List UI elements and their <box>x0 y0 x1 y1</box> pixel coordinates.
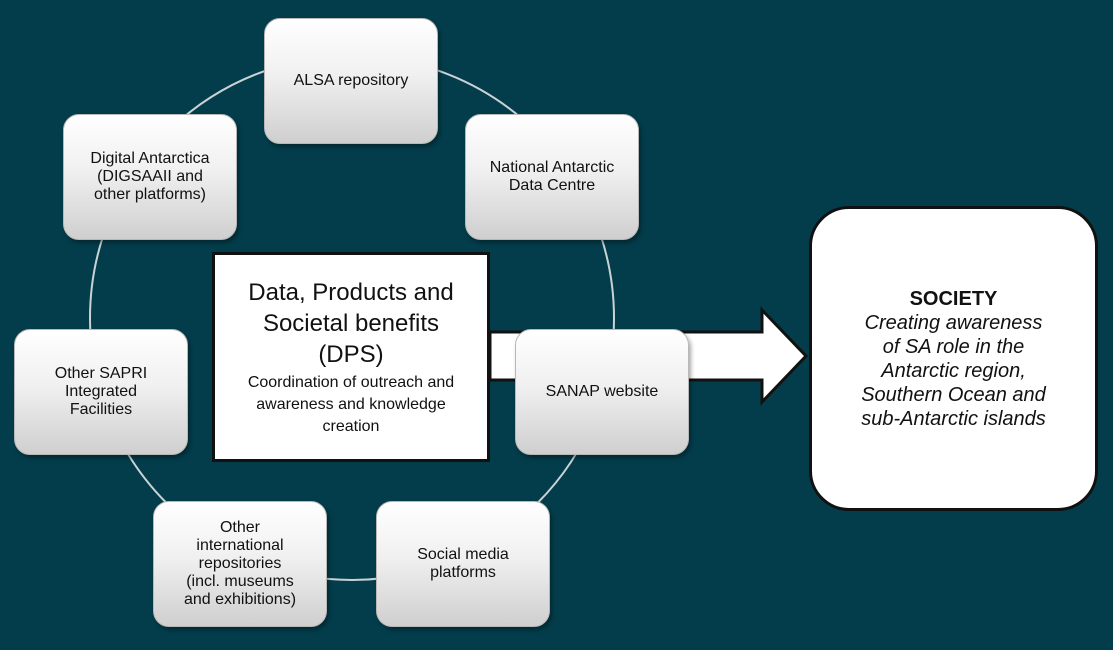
node-social-media-platforms: Social media platforms <box>376 501 550 627</box>
node-other-international-repositories: Other international repositories (incl. … <box>153 501 327 627</box>
center-subtitle: Coordination of outreach and awareness a… <box>247 373 455 435</box>
node-national-antarctic-data-centre: National Antarctic Data Centre <box>465 114 639 240</box>
node-label: SANAP website <box>545 383 659 400</box>
node-sanap-website: SANAP website <box>515 329 689 455</box>
society-box: SOCIETY Creating awareness of SA role in… <box>809 206 1098 511</box>
node-label: Digital Antarctica (DIGSAAII and other p… <box>90 150 210 203</box>
node-label: ALSA repository <box>293 72 409 89</box>
center-title: Data, Products and Societal benefits (DP… <box>248 278 454 368</box>
society-title: SOCIETY <box>909 287 998 310</box>
node-digital-antarctica: Digital Antarctica (DIGSAAII and other p… <box>63 114 237 240</box>
node-label: Social media platforms <box>417 546 509 581</box>
node-label: National Antarctic Data Centre <box>489 159 615 194</box>
node-label: Other SAPRI Integrated Facilities <box>54 365 148 418</box>
node-alsa-repository: ALSA repository <box>264 18 438 144</box>
node-other-sapri-facilities: Other SAPRI Integrated Facilities <box>14 329 188 455</box>
society-description: Creating awareness of SA role in the Ant… <box>861 311 1046 430</box>
center-dps-box: Data, Products and Societal benefits (DP… <box>212 252 490 462</box>
node-label: Other international repositories (incl. … <box>183 519 297 608</box>
